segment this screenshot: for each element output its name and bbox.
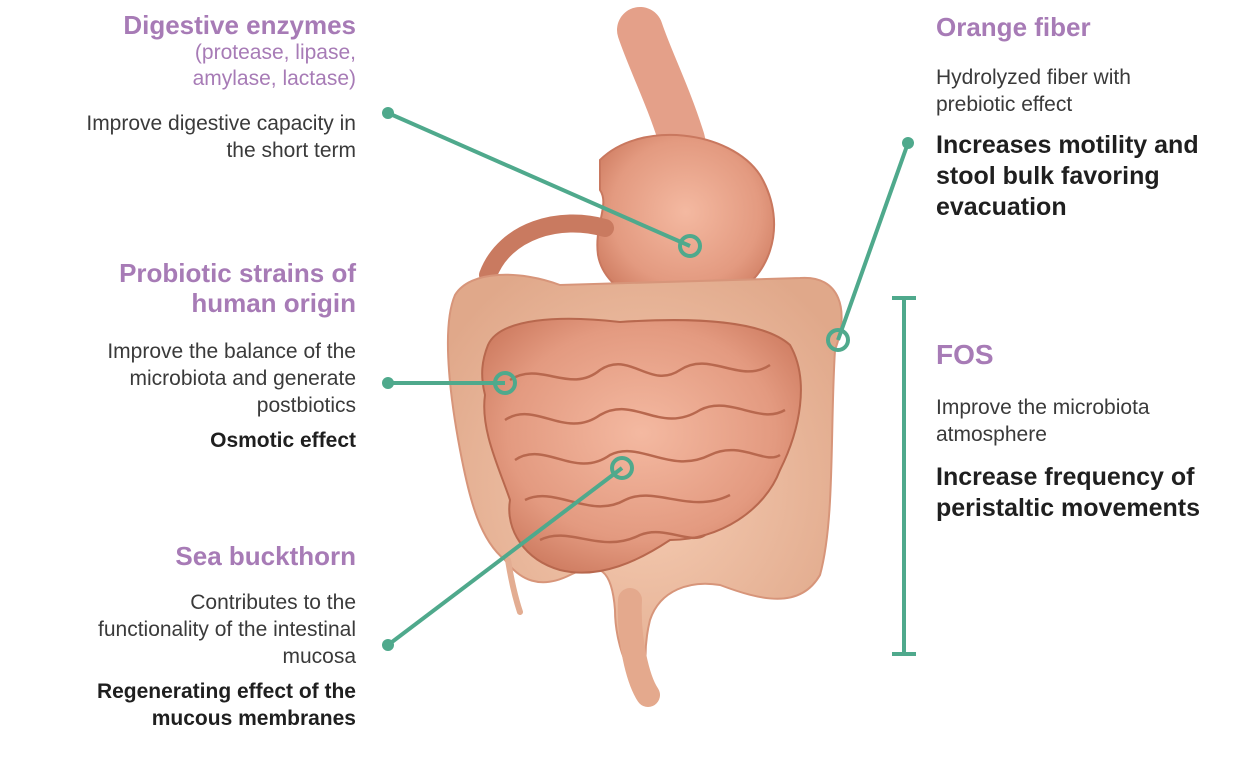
buckthorn-desc-line1: Contributes to the: [0, 589, 356, 616]
orange-fiber-desc-line2: prebiotic effect: [936, 91, 1236, 118]
duodenum: [488, 223, 605, 275]
enzymes-desc-line2: the short term: [0, 137, 356, 164]
fos-effect-line2: peristaltic movements: [936, 493, 1236, 524]
probiotics-desc-line1: Improve the balance of the: [0, 338, 356, 365]
probiotics-title-line1: Probiotic strains of: [0, 258, 356, 288]
orange-fiber-title: Orange fiber: [936, 12, 1236, 42]
enzymes-subtitle-line2: amylase, lactase): [0, 66, 356, 92]
fos-desc-line2: atmosphere: [936, 421, 1236, 448]
probiotics-block: Probiotic strains of human origin Improv…: [0, 258, 356, 454]
buckthorn-desc-line3: mucosa: [0, 643, 356, 670]
enzymes-title: Digestive enzymes: [0, 10, 356, 40]
probiotics-title-line2: human origin: [0, 288, 356, 318]
connector-orange: [838, 143, 908, 340]
enzymes-block: Digestive enzymes (protease, lipase, amy…: [0, 10, 356, 164]
enzymes-subtitle-line1: (protease, lipase,: [0, 40, 356, 66]
enzymes-desc-line1: Improve digestive capacity in: [0, 110, 356, 137]
orange-fiber-desc-line1: Hydrolyzed fiber with: [936, 64, 1236, 91]
buckthorn-effect-line1: Regenerating effect of the: [0, 678, 356, 705]
orange-fiber-effect-line2: stool bulk favoring: [936, 161, 1236, 192]
buckthorn-block: Sea buckthorn Contributes to the functio…: [0, 541, 356, 732]
orange-fiber-block: Orange fiber Hydrolyzed fiber with prebi…: [936, 12, 1236, 223]
orange-fiber-effect-line3: evacuation: [936, 192, 1236, 223]
probiotics-effect: Osmotic effect: [0, 427, 356, 454]
buckthorn-desc-line2: functionality of the intestinal: [0, 616, 356, 643]
buckthorn-title: Sea buckthorn: [0, 541, 356, 571]
fos-effect-line1: Increase frequency of: [936, 462, 1236, 493]
orange-fiber-effect-line1: Increases motility and: [936, 130, 1236, 161]
buckthorn-effect-line2: mucous membranes: [0, 705, 356, 732]
fos-block: FOS Improve the microbiota atmosphere In…: [936, 340, 1236, 524]
probiotics-desc-line2: microbiota and generate: [0, 365, 356, 392]
fos-title: FOS: [936, 340, 1236, 370]
fos-desc-line1: Improve the microbiota: [936, 394, 1236, 421]
probiotics-desc-line3: postbiotics: [0, 392, 356, 419]
